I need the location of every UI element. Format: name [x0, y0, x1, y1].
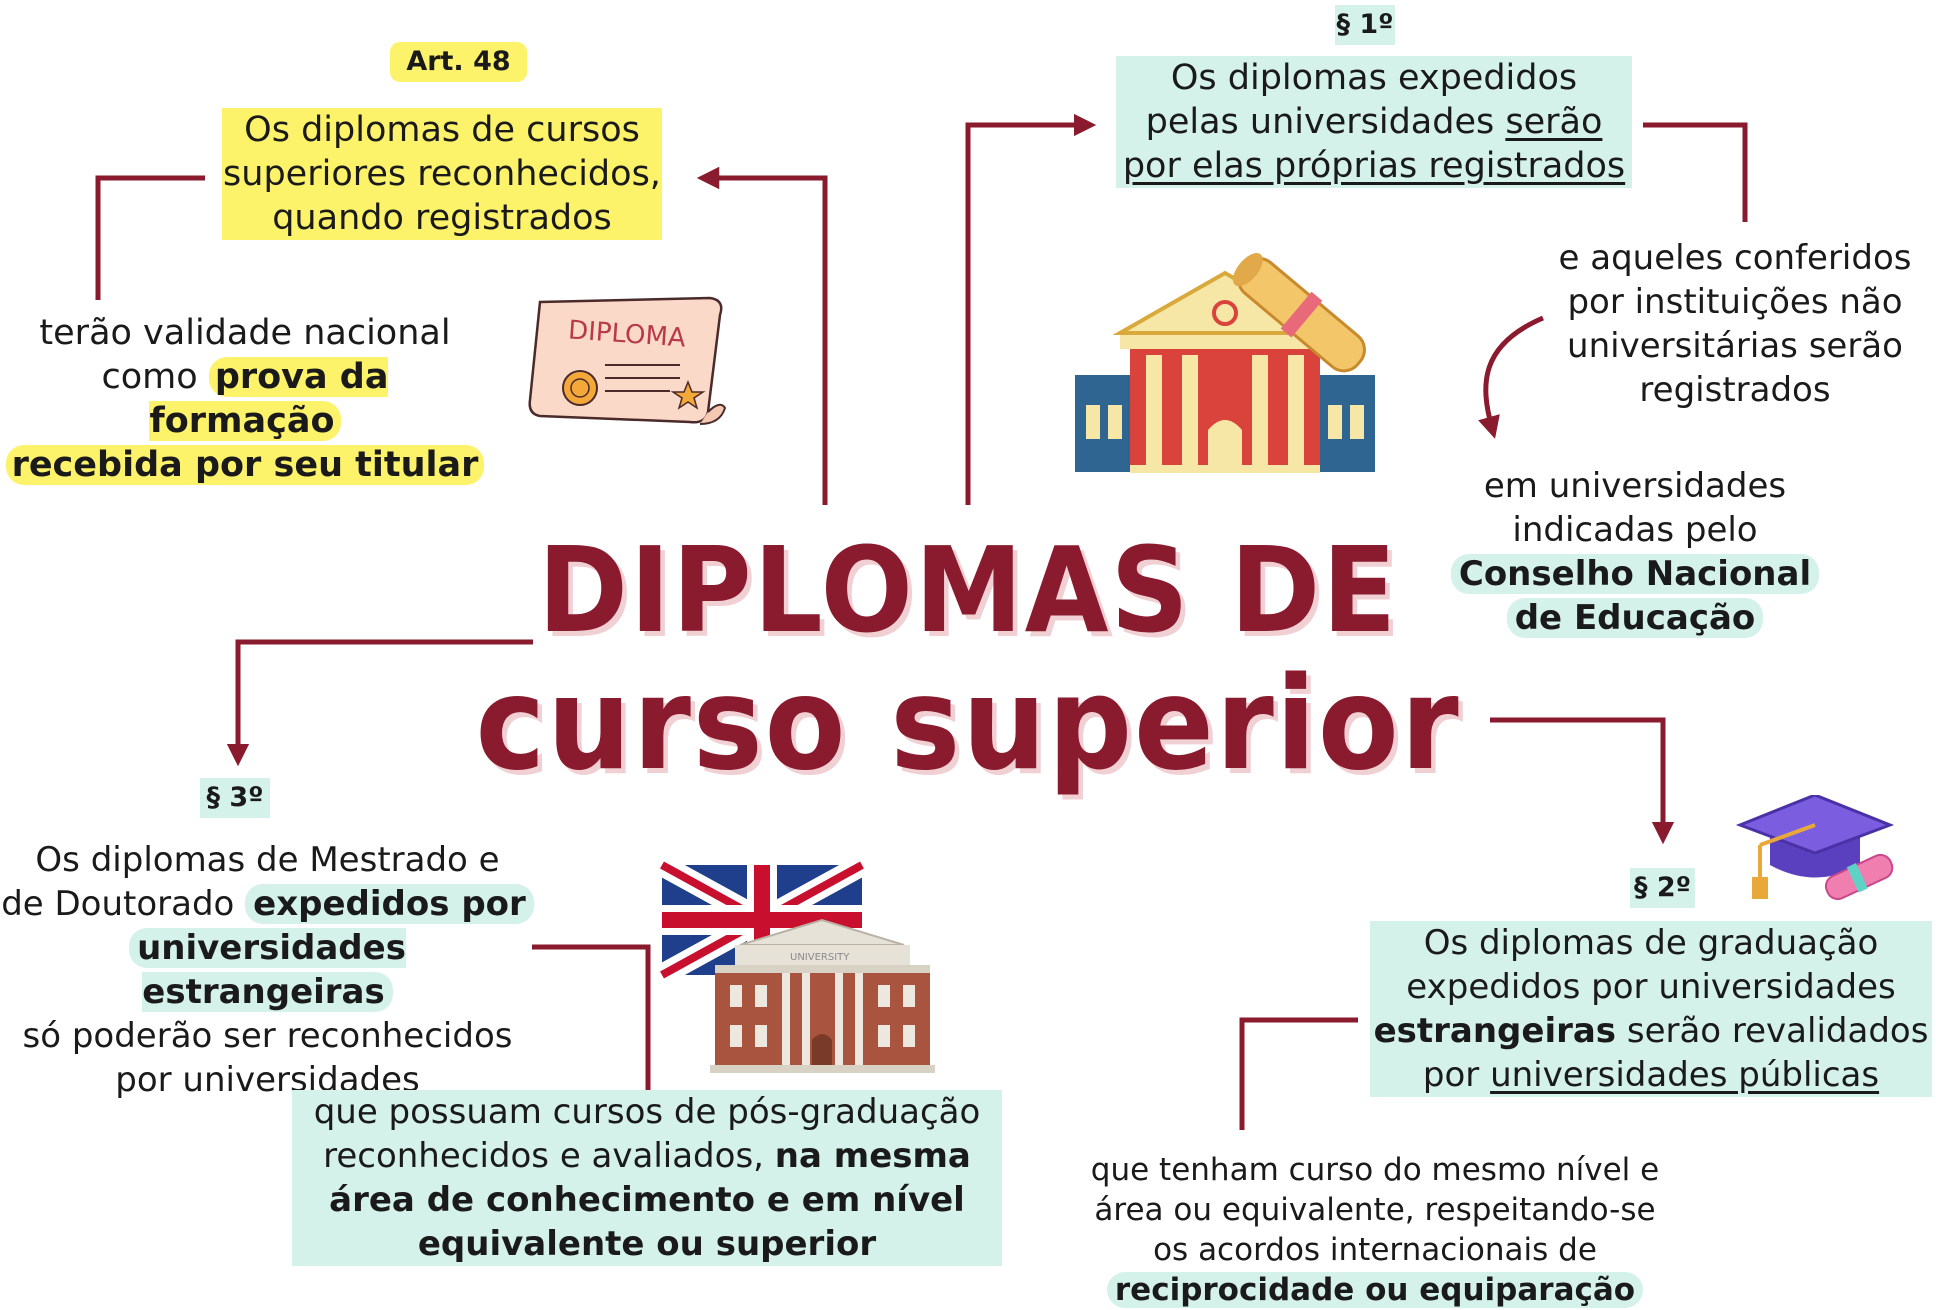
par2-box-line-4b: universidades públicas — [1490, 1055, 1880, 1095]
par1-box-line-2a: pelas universidades — [1145, 102, 1506, 142]
art48-badge: Art. 48 — [390, 42, 527, 82]
art48-text-line-3-wrap: recebida por seu titular — [5, 443, 485, 487]
university-label: UNIVERSITY — [790, 952, 850, 963]
par3-box-line-3: área de conhecimento e em nível — [329, 1180, 965, 1220]
par3-line-2a: de Doutorado — [1, 884, 246, 924]
art48-text-line-3: recebida por seu titular — [5, 445, 485, 485]
art48-box: Os diplomas de cursos superiores reconhe… — [222, 108, 662, 240]
par1-text-line-4: registrados — [1639, 370, 1831, 410]
par2-box-line-4a: por — [1422, 1055, 1491, 1095]
par1-text2-line-3-wrap: Conselho Nacional — [1440, 552, 1830, 596]
university-building-icon-2: UNIVERSITY — [710, 918, 935, 1073]
par3-line-2: de Doutorado expedidos por — [0, 882, 535, 926]
par2-box: Os diplomas de graduação expedidos por u… — [1370, 921, 1932, 1097]
art48-box-line-3: quando registrados — [272, 198, 612, 238]
par2-text: que tenham curso do mesmo nível e área o… — [1065, 1150, 1685, 1310]
par2-box-line-2: expedidos por universidades — [1406, 967, 1896, 1007]
par2-box-line-4: por universidades públicas — [1370, 1053, 1932, 1097]
par3-line-3-wrap: universidades estrangeiras — [0, 926, 535, 1014]
par1-box-line-1: Os diplomas expedidos — [1170, 58, 1578, 98]
par1-text-line-2: por instituições não — [1567, 282, 1903, 322]
arrow-to-par2 — [1490, 717, 1675, 845]
par1-text2-line-3: Conselho Nacional — [1450, 554, 1820, 594]
par1-text2-line-2: indicadas pelo — [1512, 510, 1758, 550]
par1-text2-line-4: de Educação — [1506, 598, 1764, 638]
par2-box-line-3b: serão revalidados — [1616, 1011, 1929, 1051]
par1-box-line-3: por elas próprias registrados — [1122, 146, 1626, 186]
par2-text-line-1: que tenham curso do mesmo nível e — [1090, 1152, 1660, 1188]
par3-line-1: Os diplomas de Mestrado e — [35, 840, 500, 880]
par1-text2: em universidades indicadas pelo Conselho… — [1440, 464, 1830, 640]
par3-text: Os diplomas de Mestrado e de Doutorado e… — [0, 838, 535, 1102]
line-par2-to-text — [1239, 1017, 1358, 1130]
arrow-to-art48 — [696, 166, 828, 505]
art48-text: terão validade nacional como prova da fo… — [5, 311, 485, 487]
par3-box-line-2a: reconhecidos e avaliados, — [323, 1136, 775, 1176]
art48-box-line-2: superiores reconhecidos, — [223, 154, 661, 194]
par2-box-line-1: Os diplomas de graduação — [1423, 923, 1879, 963]
par1-text-line-1: e aqueles conferidos — [1558, 238, 1912, 278]
title-line-2: curso superior — [475, 650, 1461, 799]
par1-box-line-2b: serão — [1505, 102, 1603, 142]
par1-box: Os diplomas expedidos pelas universidade… — [1116, 56, 1632, 188]
art48-text-line-1: terão validade nacional — [39, 313, 451, 353]
par2-box-line-3a: estrangeiras — [1373, 1011, 1617, 1051]
par3-line-4: só poderão ser reconhecidos — [22, 1016, 513, 1056]
arrow-to-par3 — [226, 639, 533, 767]
par3-box: que possuam cursos de pós-graduação reco… — [292, 1090, 1002, 1266]
par2-text-line-4-wrap: reciprocidade ou equiparação — [1065, 1270, 1685, 1310]
par1-badge: § 1º — [1335, 5, 1395, 45]
par3-line-3: universidades estrangeiras — [129, 928, 406, 1012]
main-title: DIPLOMAS DE curso superior — [0, 525, 1936, 800]
uk-flag-university-icon: UNIVERSITY — [660, 860, 935, 1073]
line-par1-right — [1643, 122, 1748, 222]
line-par3-to-box — [532, 944, 651, 1090]
par1-text: e aqueles conferidos por instituições nã… — [1540, 236, 1930, 412]
graduation-cap-icon — [1735, 795, 1895, 901]
par3-box-line-1: que possuam cursos de pós-graduação — [313, 1092, 981, 1132]
par2-text-line-4: reciprocidade ou equiparação — [1106, 1272, 1644, 1308]
par3-box-line-4: equivalente ou superior — [417, 1224, 877, 1264]
university-building-icon — [1075, 253, 1375, 473]
par1-text2-line-1: em universidades — [1483, 466, 1787, 506]
art48-box-line-1: Os diplomas de cursos — [244, 110, 640, 150]
par1-text2-line-4-wrap: de Educação — [1440, 596, 1830, 640]
line-art48-to-text — [95, 175, 205, 300]
par1-box-line-2: pelas universidades serão — [1116, 100, 1632, 144]
par1-text-line-3: universitárias serão — [1567, 326, 1903, 366]
art48-text-line-2: como prova da formação — [5, 355, 485, 443]
par2-text-line-3: os acordos internacionais de — [1153, 1232, 1597, 1268]
arrow-to-par1 — [965, 113, 1097, 505]
par3-line-2b: expedidos por — [245, 884, 534, 924]
par2-box-line-3: estrangeiras serão revalidados — [1370, 1009, 1932, 1053]
title-line-1: DIPLOMAS DE — [537, 521, 1399, 659]
par3-badge: § 3º — [200, 778, 270, 818]
diploma-icon: DIPLOMA — [528, 296, 727, 425]
art48-text-line-2a: como — [101, 357, 209, 397]
par3-box-line-2b: na mesma — [774, 1136, 971, 1176]
curved-arrow-par1 — [1478, 315, 1544, 439]
par2-badge: § 2º — [1630, 868, 1695, 908]
par2-text-line-2: área ou equivalente, respeitando-se — [1094, 1192, 1656, 1228]
par3-box-line-2: reconhecidos e avaliados, na mesma — [292, 1134, 1002, 1178]
